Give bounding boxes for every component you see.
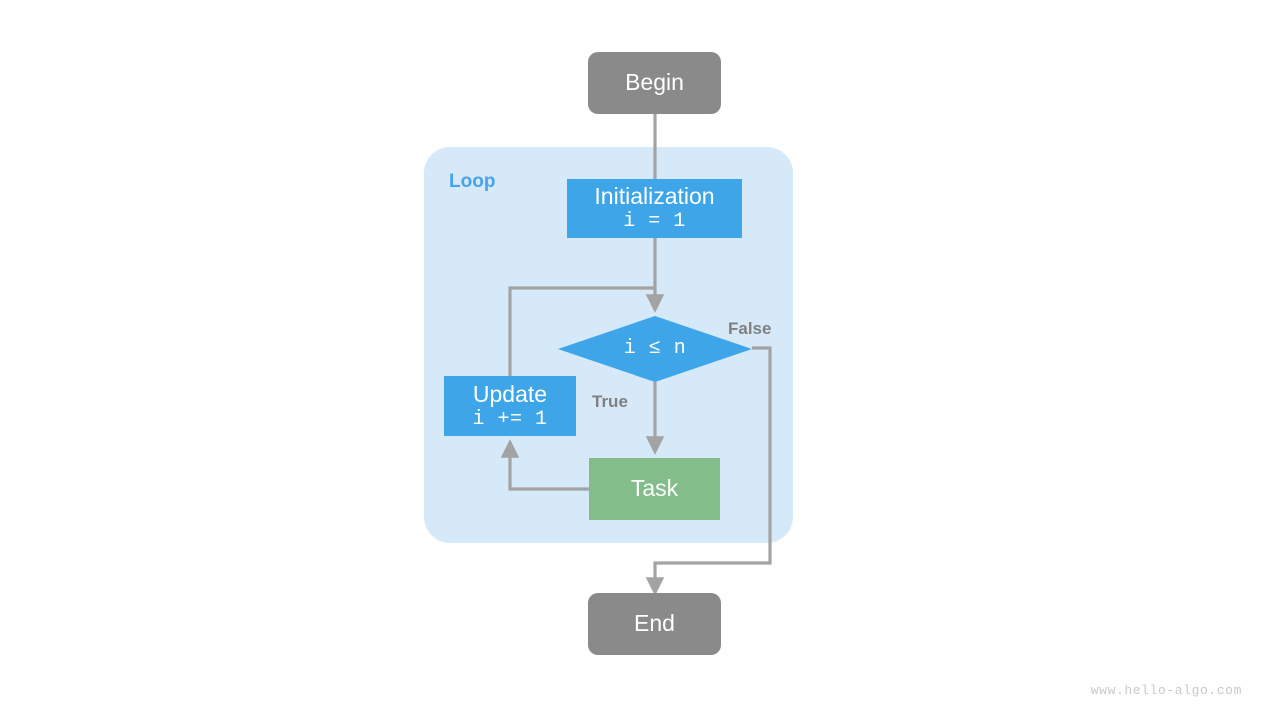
begin-node-shape[interactable] <box>588 52 721 114</box>
edge-condition-to-end <box>645 346 772 596</box>
update-node-shape[interactable] <box>444 376 576 436</box>
condition-node-shape[interactable] <box>558 316 752 382</box>
end-node-shape[interactable] <box>588 593 721 655</box>
task-node-shape[interactable] <box>589 458 720 520</box>
edge-group <box>500 114 772 596</box>
edge-task-to-update <box>500 439 589 491</box>
edge-update-to-condition <box>508 286 655 376</box>
initialization-node-shape[interactable] <box>567 179 742 238</box>
watermark-text: www.hello-algo.com <box>1090 683 1242 698</box>
